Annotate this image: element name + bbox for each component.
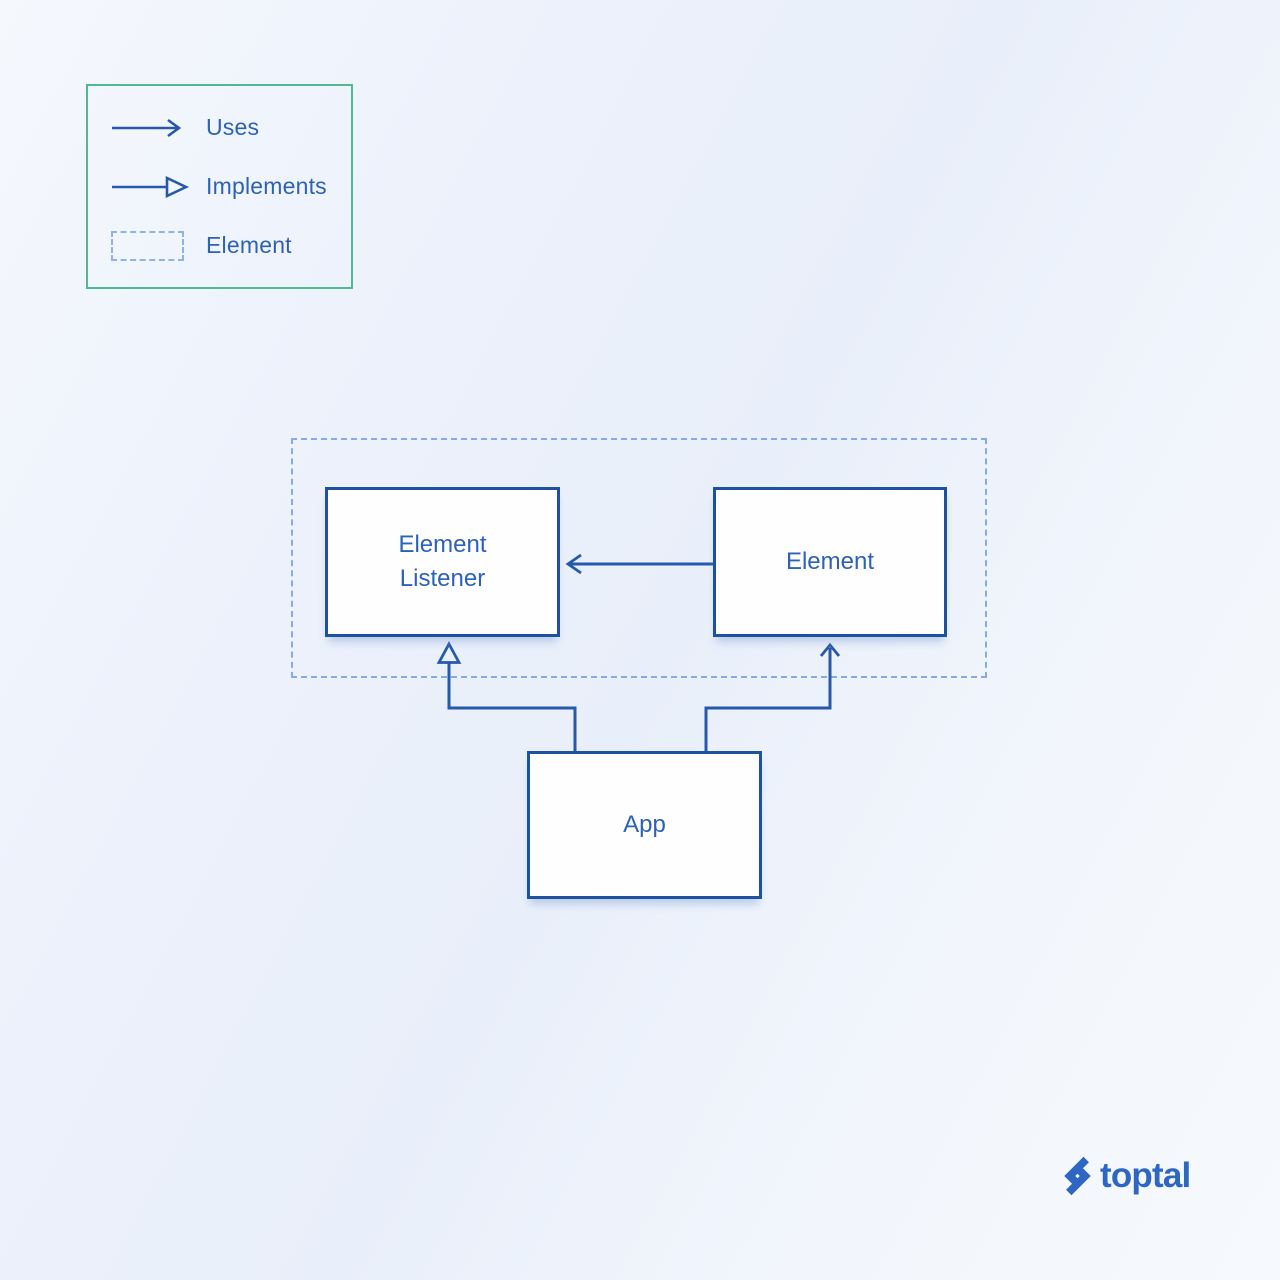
implements-arrow-icon	[111, 175, 206, 199]
node-element: Element	[713, 487, 947, 637]
node-element-listener-label: Element Listener	[398, 530, 487, 592]
element-group-boundary	[291, 438, 987, 678]
legend-label-implements: Implements	[206, 173, 327, 199]
node-app: App	[527, 751, 762, 899]
legend-row-implements: Implements	[111, 170, 351, 204]
toptal-logo: toptal	[1062, 1154, 1191, 1198]
legend-row-uses: Uses	[111, 111, 351, 145]
legend-label-uses: Uses	[206, 114, 260, 140]
legend-label-element: Element	[206, 232, 292, 258]
element-dashed-box-icon	[111, 230, 206, 261]
node-element-label: Element	[785, 547, 875, 575]
toptal-mark-icon	[1062, 1155, 1093, 1197]
uses-arrow-icon	[111, 117, 206, 139]
toptal-logo-text: toptal	[1100, 1156, 1191, 1195]
node-element-listener: Element Listener	[325, 487, 560, 637]
legend-box: Uses Implements Element	[86, 84, 353, 289]
legend-row-element: Element	[111, 229, 351, 263]
node-app-label: App	[623, 810, 666, 838]
